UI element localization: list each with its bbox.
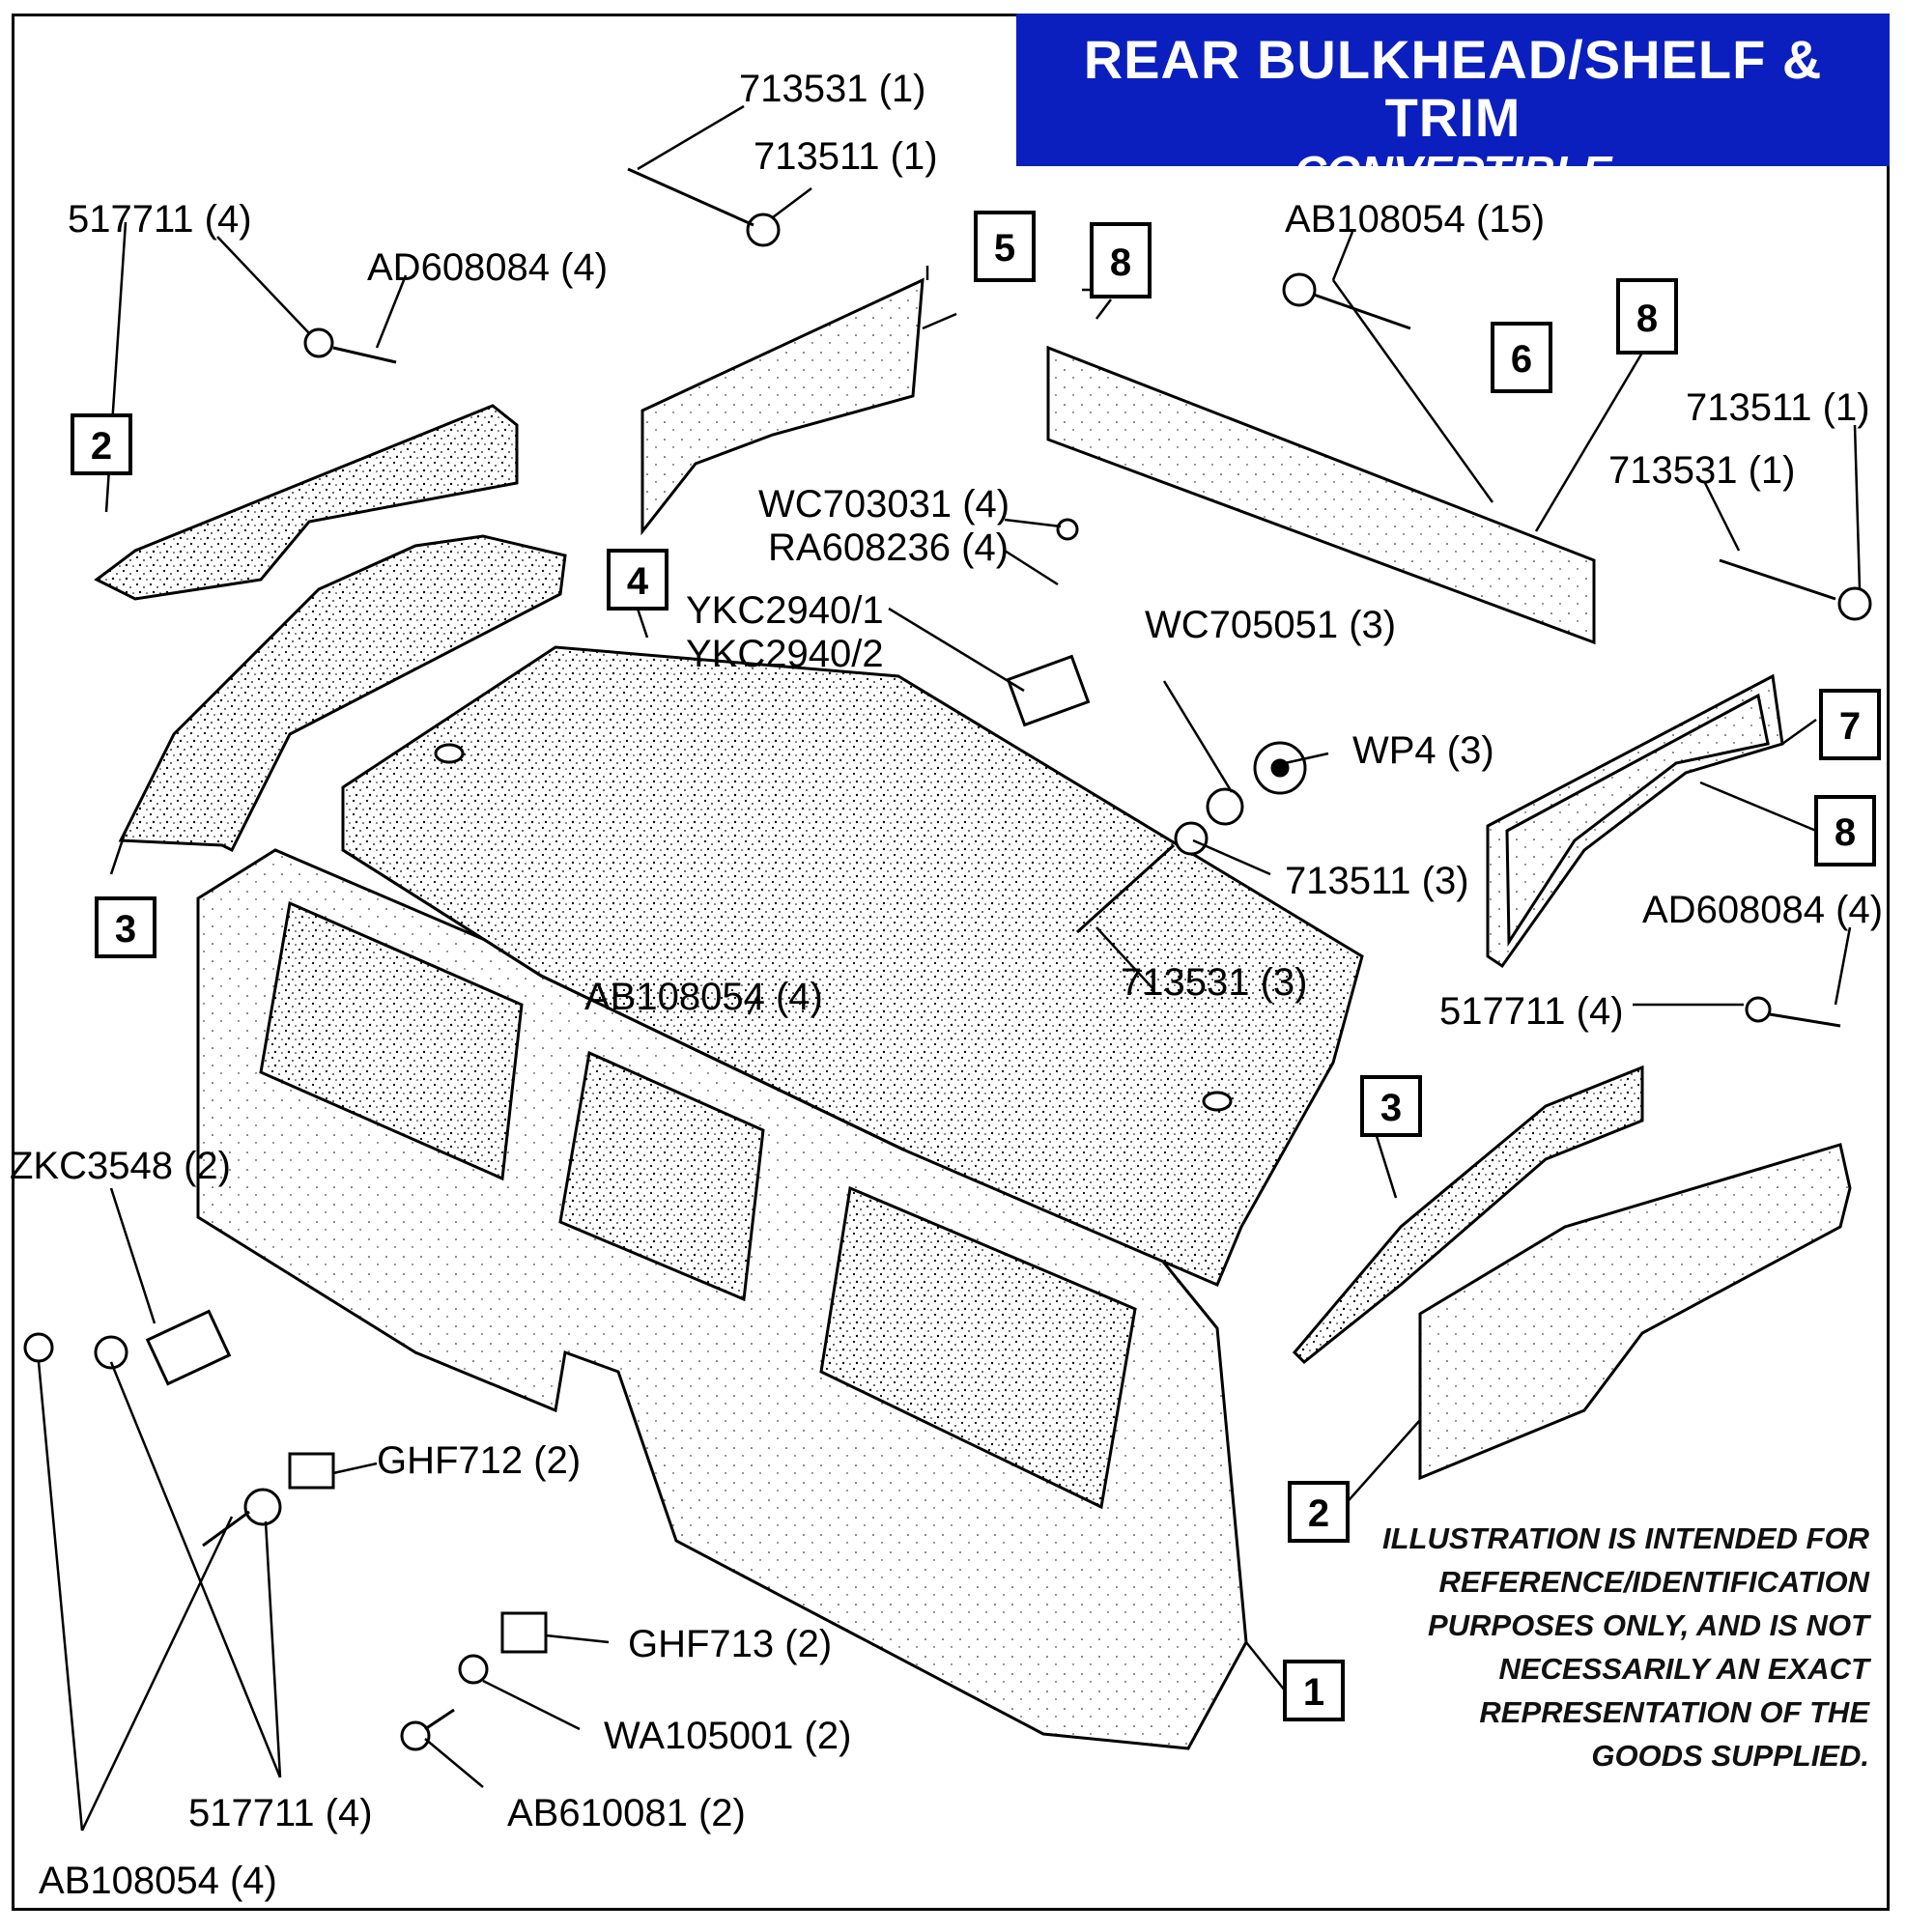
- side-liner-right: [1292, 1065, 1644, 1365]
- disclaimer-line: REPRESENTATION OF THE: [1479, 1695, 1869, 1729]
- disclaimer-line: NECESSARILY AN EXACT: [1498, 1652, 1869, 1686]
- part-label-ab108054-bottom: AB108054 (4): [39, 1860, 277, 1902]
- disclaimer-line: PURPOSES ONLY, AND IS NOT: [1427, 1608, 1869, 1642]
- disclaimer-note: ILLUSTRATION IS INTENDED FOR REFERENCE/I…: [1352, 1517, 1869, 1777]
- page-subtitle: CONVERTIBLE: [1294, 147, 1612, 197]
- trim-panel-right: [1418, 1143, 1852, 1481]
- part-label-ykc2940-2: YKC2940/2: [686, 633, 884, 675]
- disclaimer-line: GOODS SUPPLIED.: [1591, 1739, 1869, 1773]
- leader-lines: [37, 104, 1862, 1832]
- callout-3-left: 3: [95, 896, 156, 958]
- callout-4-label: 4: [627, 560, 649, 603]
- part-label-zkc3548: ZKC3548 (2): [10, 1145, 231, 1187]
- callout-7-label: 7: [1839, 705, 1861, 748]
- panel-5: [640, 277, 925, 536]
- callout-boxes: 1 2 2 3 3 4 5 6 7 8 8 8: [71, 211, 1881, 1721]
- callout-3-right: 3: [1360, 1075, 1422, 1137]
- part-labels: 713531 (1) 713511 (1) 517711 (4) AD60808…: [10, 68, 1883, 1902]
- callout-8-c-label: 8: [1835, 811, 1856, 854]
- callout-8-c: 8: [1814, 795, 1876, 867]
- callout-2-right: 2: [1288, 1481, 1350, 1543]
- part-label-713511-center: 713511 (3): [1285, 860, 1469, 902]
- callout-3-left-label: 3: [115, 908, 136, 951]
- callout-6-label: 6: [1511, 338, 1532, 381]
- callout-4: 4: [607, 549, 669, 611]
- part-label-ad608084-right: AD608084 (4): [1642, 889, 1883, 931]
- part-label-ab108054-center: AB108054 (4): [584, 976, 823, 1018]
- panel-6: [1046, 345, 1596, 645]
- callout-8-b: 8: [1616, 278, 1678, 355]
- part-label-713511-top: 713511 (1): [754, 135, 938, 178]
- page-title: REAR BULKHEAD/SHELF & TRIM: [1083, 29, 1823, 148]
- fasteners: [23, 167, 1872, 1751]
- part-label-ghf713: GHF713 (2): [628, 1623, 832, 1665]
- panel-7: [1486, 673, 1784, 969]
- callout-8-b-label: 8: [1636, 298, 1658, 340]
- part-label-wc703031: WC703031 (4): [758, 483, 1010, 526]
- title-banner: REAR BULKHEAD/SHELF & TRIM CONVERTIBLE: [1016, 14, 1890, 197]
- disclaimer-line: ILLUSTRATION IS INTENDED FOR: [1381, 1521, 1869, 1555]
- rear-shelf: [341, 645, 1364, 1287]
- part-label-713531-center: 713531 (3): [1121, 961, 1307, 1004]
- part-label-517711-bottom: 517711 (4): [188, 1792, 373, 1834]
- callout-1-label: 1: [1303, 1671, 1324, 1714]
- callout-7: 7: [1819, 689, 1881, 760]
- callout-8-a-label: 8: [1110, 242, 1131, 284]
- callout-1: 1: [1283, 1660, 1345, 1721]
- part-label-ghf712: GHF712 (2): [377, 1439, 581, 1482]
- bulkhead-panel: [196, 848, 1248, 1750]
- part-label-wc705051: WC705051 (3): [1145, 604, 1396, 646]
- callout-2-right-label: 2: [1308, 1492, 1329, 1535]
- part-label-517711-top-left: 517711 (4): [68, 198, 252, 241]
- callout-2-left: 2: [71, 413, 132, 475]
- diagram-frame: [12, 14, 1890, 1911]
- callout-2-left-label: 2: [91, 425, 112, 468]
- callout-6: 6: [1491, 322, 1552, 393]
- part-label-ra608236: RA608236 (4): [768, 526, 1009, 569]
- callout-5-label: 5: [994, 227, 1015, 270]
- disclaimer-line: REFERENCE/IDENTIFICATION: [1438, 1565, 1870, 1599]
- part-label-ab610081: AB610081 (2): [507, 1792, 746, 1834]
- callout-5: 5: [974, 211, 1036, 282]
- part-label-ab108054-15: AB108054 (15): [1285, 198, 1545, 241]
- part-label-wa105001: WA105001 (2): [604, 1715, 851, 1757]
- callout-8-a: 8: [1090, 222, 1152, 298]
- trim-panel-left: [94, 404, 519, 601]
- part-label-ykc2940-1: YKC2940/1: [686, 589, 884, 632]
- part-label-713531-top: 713531 (1): [739, 68, 925, 110]
- part-label-713531-right: 713531 (1): [1608, 449, 1795, 492]
- part-label-517711-right: 517711 (4): [1439, 990, 1624, 1033]
- side-liner-left: [118, 534, 567, 853]
- part-label-ad608084-top-left: AD608084 (4): [367, 246, 608, 289]
- callout-3-right-label: 3: [1380, 1087, 1402, 1129]
- part-label-713511-right: 713511 (1): [1686, 386, 1870, 429]
- part-label-wp4: WP4 (3): [1352, 729, 1494, 772]
